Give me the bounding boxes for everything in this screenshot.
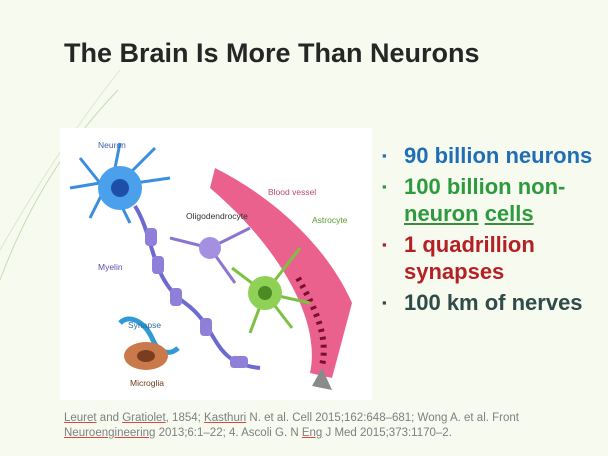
ref-neuroengineering: Neuroengineering [64, 427, 156, 439]
bullet-non-neurons-line1: 100 billion non- [404, 174, 566, 199]
bullet-marker: ▪ [382, 148, 387, 163]
bullet-synapses-line2: synapses [404, 259, 505, 284]
bullet-non-neurons: ▪ 100 billion non- neuron cells [380, 173, 608, 227]
brain-cells-illustration: Neuron Blood vessel Oligodendrocyte Astr… [69, 140, 352, 390]
blood-vessel-shape [210, 168, 352, 378]
bullet-marker: ▪ [382, 295, 387, 310]
ref-kasthuri: Kasthuri [204, 412, 247, 424]
blood-flow-arrow [312, 368, 332, 390]
label-neuron: Neuron [98, 140, 126, 150]
label-microglia: Microglia [130, 378, 164, 388]
slide-title: The Brain Is More Than Neurons [64, 38, 480, 68]
bullet-list: ▪ 90 billion neurons ▪ 100 billion non- … [380, 142, 608, 342]
bullet-neurons: ▪ 90 billion neurons [380, 142, 608, 169]
ref-text: N. et al. Cell 2015;162:648–681; Wong A.… [246, 412, 519, 424]
myelin-sheaths [145, 228, 248, 368]
ref-leuret: Leuret [64, 412, 97, 424]
ref-eng: Eng [301, 427, 323, 439]
bullet-marker: ▪ [382, 179, 387, 194]
bullet-non-neurons-word-neuron: neuron [404, 201, 479, 226]
ref-text: 2013;6:1–22; 4. Ascoli G. N [155, 427, 302, 439]
bullet-neurons-text: 90 billion neurons [404, 143, 593, 168]
label-oligodendrocyte: Oligodendrocyte [186, 211, 248, 221]
bullet-marker: ▪ [382, 237, 387, 252]
synapse-shape [118, 316, 180, 355]
bullet-synapses-line1: 1 quadrillion [404, 232, 535, 257]
deco-curve-1 [0, 89, 119, 281]
label-myelin: Myelin [98, 262, 123, 272]
ref-gratiolet: Gratiolet [122, 412, 166, 424]
oligodendrocyte-shape [169, 226, 251, 284]
neuron-shape [69, 142, 171, 224]
ref-text: , 1854; [165, 412, 205, 424]
label-astrocyte: Astrocyte [312, 215, 348, 225]
ref-text: and [96, 412, 123, 424]
bullet-non-neurons-word-cells: cells [484, 201, 534, 226]
brain-cells-figure: Neuron Blood vessel Oligodendrocyte Astr… [60, 128, 372, 400]
label-synapse: Synapse [128, 320, 161, 330]
astrocyte-shape [231, 247, 311, 334]
ref-text: J Med 2015;373:1170–2. [322, 427, 452, 439]
bullet-nerves: ▪ 100 km of nerves [380, 289, 608, 316]
bullet-nerves-text: 100 km of nerves [404, 290, 583, 315]
bullet-synapses: ▪ 1 quadrillion synapses [380, 231, 608, 285]
label-blood-vessel: Blood vessel [268, 187, 316, 197]
references: Leuret and Gratiolet, 1854; Kasthuri N. … [64, 411, 604, 441]
